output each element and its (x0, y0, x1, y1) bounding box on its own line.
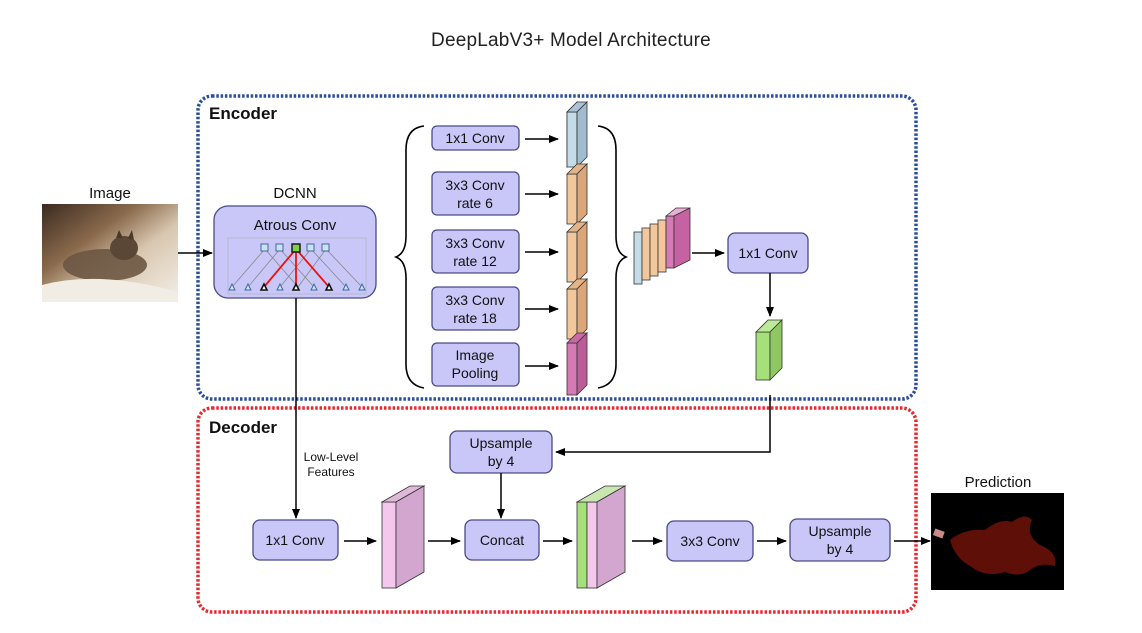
prediction-image (931, 493, 1064, 590)
upsample-out-label: Upsample (808, 523, 871, 539)
aspp-branch-rate12: 3x3 Conv rate 12 (431, 221, 588, 283)
lowlevel-feature (380, 485, 426, 589)
aspp-right-brace (597, 125, 629, 389)
dcnn-title: DCNN (273, 185, 316, 202)
aspp-branch-label: Image (456, 347, 495, 363)
decoder-frame (196, 406, 918, 614)
atrous-conv-label: Atrous Conv (254, 217, 337, 234)
decoder-label: Decoder (209, 418, 277, 437)
aspp-branch-label: 1x1 Conv (445, 130, 504, 146)
decoder-1x1-conv-label: 1x1 Conv (265, 532, 324, 548)
aspp-branch-label: 3x3 Conv (445, 292, 504, 308)
upsample-out-sublabel: by 4 (827, 541, 854, 557)
concat-label: Concat (480, 532, 524, 548)
decoder-3x3-conv: 3x3 Conv (666, 520, 754, 562)
encoder-to-upsample-arrow (555, 395, 771, 456)
aspp-branch-sublabel: rate 6 (457, 195, 493, 211)
encoder-frame (196, 94, 918, 401)
page-title: DeepLabV3+ Model Architecture (431, 30, 711, 51)
low-level-label-line1: Low-Level (304, 450, 359, 464)
decoder-concat-feature (575, 485, 627, 589)
encoder-label: Encoder (209, 104, 277, 123)
low-level-label-line2: Features (307, 465, 354, 479)
aspp-branch-sublabel: Pooling (452, 365, 499, 381)
aspp-left-brace (393, 125, 425, 389)
aspp-branch-sublabel: rate 18 (453, 310, 497, 326)
encoder-output-feature (755, 319, 783, 381)
aspp-branch-rate6: 3x3 Conv rate 6 (431, 163, 588, 225)
image-label: Image (89, 185, 131, 202)
aspp-branch-label: 3x3 Conv (445, 177, 504, 193)
decoder-upsample-out: Upsample by 4 (789, 518, 891, 562)
aspp-branch-rate18: 3x3 Conv rate 18 (431, 278, 588, 340)
input-image (42, 204, 178, 302)
prediction-label: Prediction (965, 474, 1032, 491)
aspp-concat-stack (633, 207, 691, 285)
encoder-1x1-conv: 1x1 Conv (727, 232, 809, 274)
encoder-1x1-conv-label: 1x1 Conv (738, 245, 797, 261)
concat-block: Concat (464, 519, 540, 561)
decoder-1x1-conv: 1x1 Conv (252, 519, 339, 561)
decoder-upsample-top: Upsample by 4 (449, 430, 553, 474)
aspp-branch-label: 3x3 Conv (445, 235, 504, 251)
aspp-branch-1x1: 1x1 Conv (431, 101, 588, 168)
conv3x3-label: 3x3 Conv (680, 533, 739, 549)
upsample-top-label: Upsample (469, 435, 532, 451)
atrous-kernel-icon (228, 243, 366, 291)
aspp-branch-pooling: Image Pooling (431, 332, 588, 396)
upsample-top-sublabel: by 4 (488, 453, 515, 469)
dcnn-block: Atrous Conv (213, 205, 377, 299)
aspp-branch-sublabel: rate 12 (453, 253, 497, 269)
